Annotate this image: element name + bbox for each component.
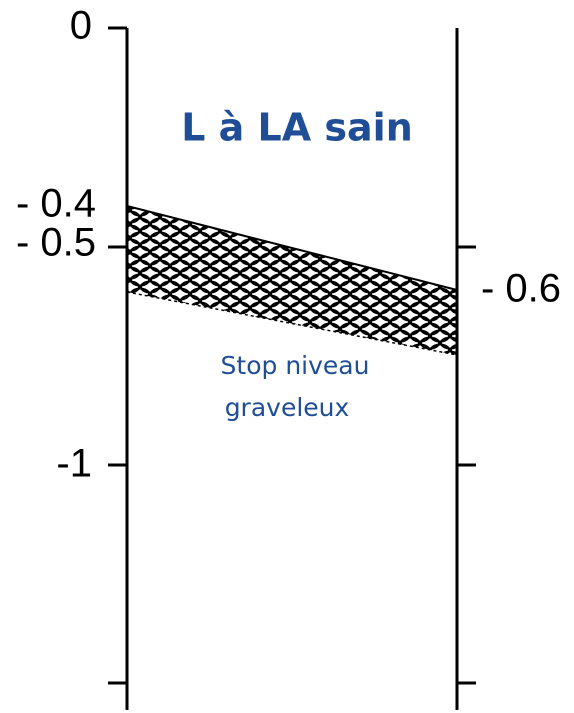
gravel-layer (127, 206, 457, 355)
layer-label-line2: graveleux (225, 393, 350, 422)
layer-label-line1: Stop niveau (221, 351, 370, 380)
depth-label-0: 0 (70, 4, 92, 48)
soil-label: L à LA sain (181, 106, 413, 150)
gravel-layer-bottom-edge (126, 291, 458, 356)
depth-label-1: -1 (56, 442, 92, 486)
depth-label-0-6: - 0.6 (481, 267, 561, 311)
depth-label-0-5: - 0.5 (16, 221, 96, 265)
gravel-layer-top-edge (126, 205, 458, 291)
depth-label-0-4: - 0.4 (16, 182, 96, 226)
